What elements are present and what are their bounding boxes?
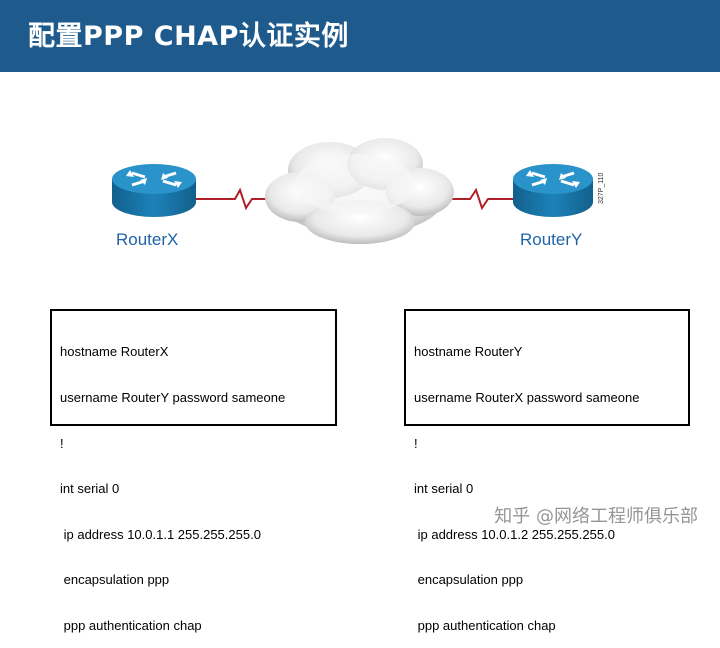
router-y-icon: [513, 164, 593, 217]
config-line: int serial 0: [60, 481, 120, 497]
serial-link-right: [430, 187, 515, 211]
config-line: int serial 0: [414, 481, 474, 497]
config-line: ip address 10.0.1.2 255.255.255.0: [414, 526, 615, 542]
config-line: ip address 10.0.1.1 255.255.255.0: [60, 526, 261, 542]
router-y-label: RouterY: [520, 230, 583, 249]
config-line: username RouterY password sameone: [60, 390, 286, 405]
router-x-label: RouterX: [116, 230, 179, 249]
config-line: ppp authentication chap: [60, 617, 202, 633]
config-line: encapsulation ppp: [414, 572, 524, 588]
wan-cloud-icon: [265, 138, 454, 244]
router-y-config: hostname RouterY username RouterX passwo…: [404, 309, 690, 633]
router-x-config: hostname RouterX username RouterY passwo…: [50, 309, 337, 633]
config-line: !: [414, 435, 418, 451]
page-title: 配置PPP CHAP认证实例: [28, 21, 349, 52]
router-x-icon: [112, 164, 196, 217]
figure-code: 327P_110: [598, 172, 605, 204]
config-line: encapsulation ppp: [60, 572, 170, 588]
title-bar: 配置PPP CHAP认证实例: [0, 0, 720, 72]
config-line: username RouterX password sameone: [414, 390, 640, 405]
config-line: ppp authentication chap: [414, 617, 556, 633]
watermark: 知乎 @网络工程师俱乐部: [494, 506, 698, 527]
network-diagram: [112, 138, 593, 244]
config-line: !: [60, 435, 64, 451]
serial-link-left: [195, 187, 296, 211]
config-line: hostname RouterY: [414, 344, 523, 360]
config-line: hostname RouterX: [60, 344, 169, 360]
